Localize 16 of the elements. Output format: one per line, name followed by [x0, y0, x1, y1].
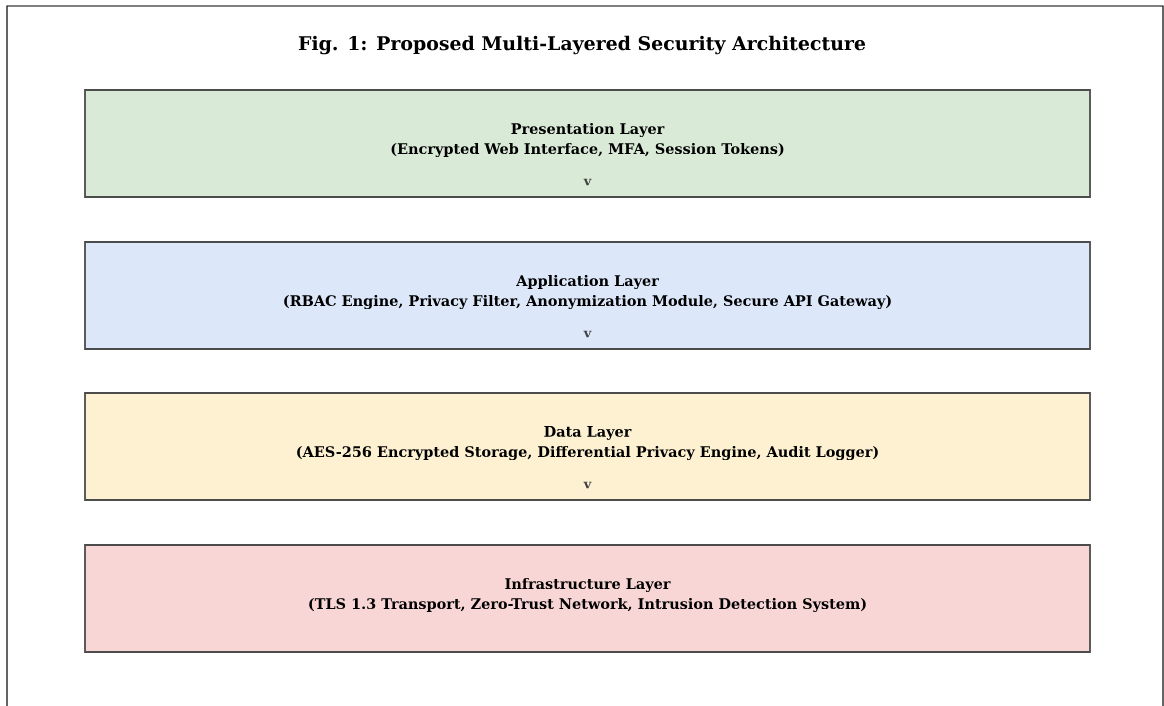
layer-components: (Encrypted Web Interface, MFA, Session Tokens): [391, 142, 784, 158]
layer-components: (AES-256 Encrypted Storage, Differential Privacy Engine, Audit Logger): [297, 445, 878, 461]
layer-box: [84, 89, 1091, 198]
chevron-mark: v: [583, 481, 592, 489]
layer-box: [84, 241, 1091, 350]
layer-components: (TLS 1.3 Transport, Zero-Trust Network, Intrusion Detection System): [309, 597, 866, 613]
chevron-mark: v: [583, 330, 592, 338]
layer-heading: Application Layer: [516, 274, 659, 290]
layer-heading: Data Layer: [544, 426, 632, 440]
layer-box: [84, 392, 1091, 501]
chevron-mark: v: [583, 178, 592, 186]
layer-box: [84, 544, 1091, 653]
layer-heading: Presentation Layer: [511, 122, 665, 138]
layer-components: (RBAC Engine, Privacy Filter, Anonymization Module, Secure API Gateway): [284, 294, 891, 310]
figure-title: Fig. 1: Proposed Multi-Layered Security Architecture: [298, 35, 866, 55]
layer-heading: Infrastructure Layer: [505, 577, 671, 593]
